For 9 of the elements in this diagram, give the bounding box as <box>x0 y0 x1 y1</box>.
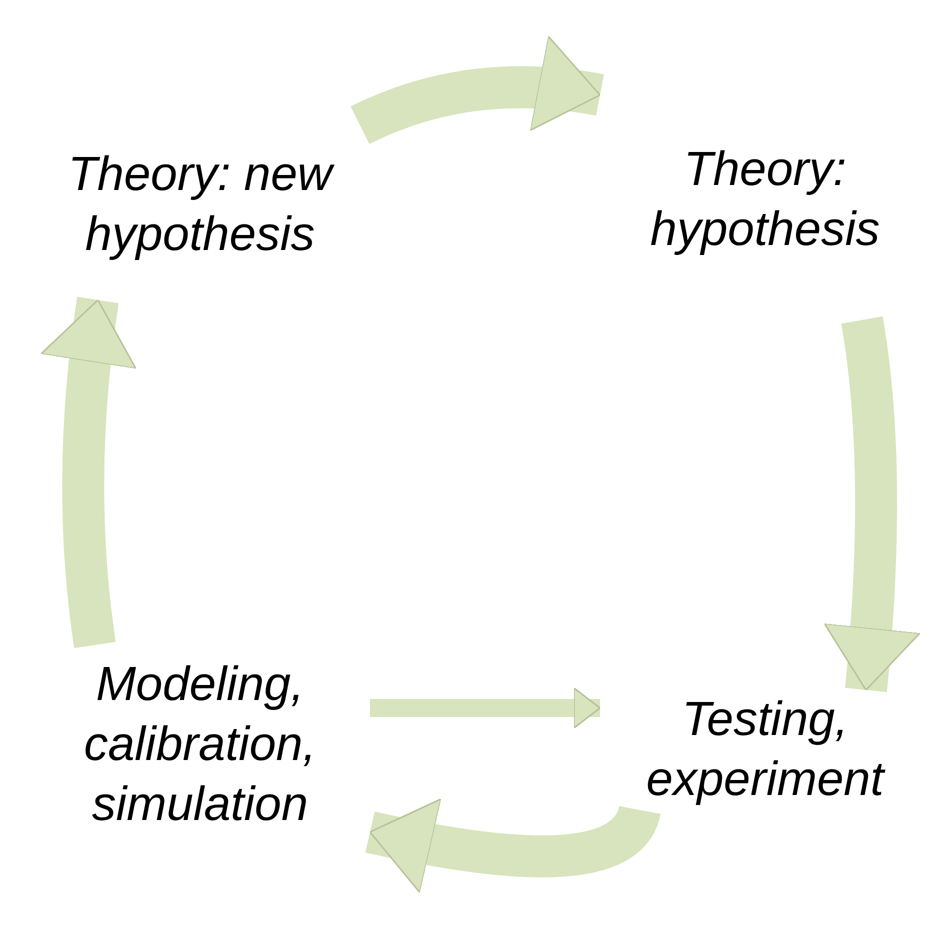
block-arrow <box>823 316 920 692</box>
stage-label: Theory: new hypothesis <box>66 147 335 263</box>
stage-label: Modeling, calibration, simulation <box>82 657 318 833</box>
block-arrow <box>40 297 138 648</box>
stage-label: Testing, experiment <box>645 692 886 808</box>
block-arrow <box>370 687 601 729</box>
block-arrow <box>351 36 604 144</box>
block-arrow <box>366 797 660 893</box>
stage-label: Theory: hypothesis <box>649 142 881 258</box>
